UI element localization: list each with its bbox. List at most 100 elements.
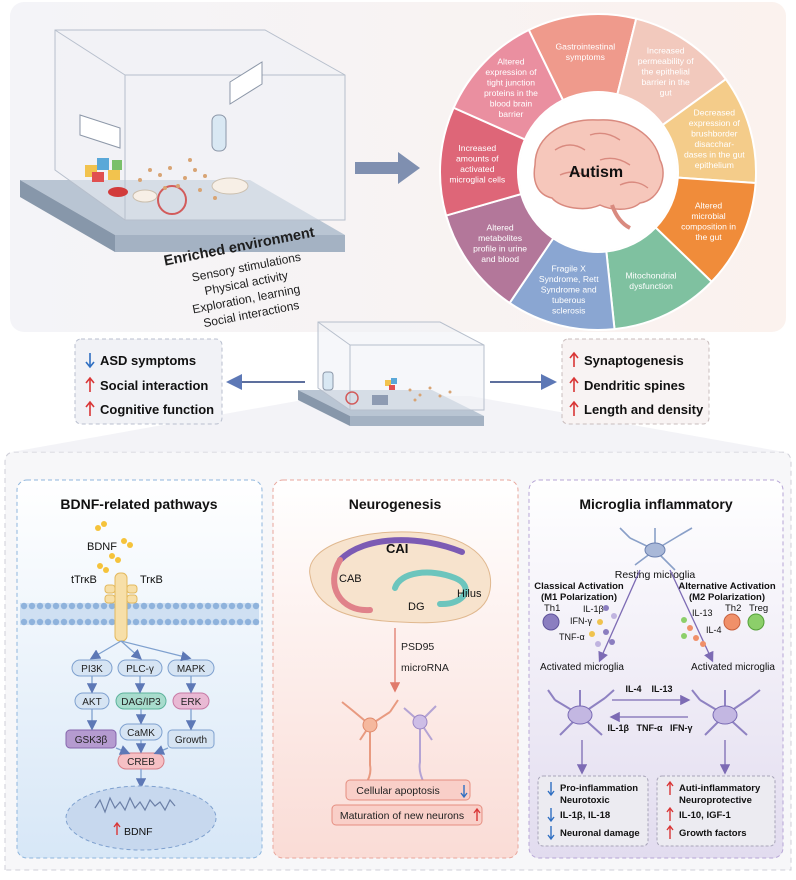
m2-signals: IL-4 IL-13 [625, 684, 672, 694]
pathway-arrows [86, 640, 197, 789]
brain-icon [533, 119, 664, 230]
nucleus-bdnf-label: BDNF [124, 826, 153, 838]
activated-microglia-left-icon [547, 689, 615, 736]
autism-label: Autism [569, 164, 623, 181]
activated-left-label: Activated microglia [540, 662, 624, 673]
social-interaction: Social interaction [100, 378, 208, 393]
micro-panel [528, 479, 784, 859]
il1b-label: IL-1β [583, 604, 604, 614]
plc-label: PLC-γ [126, 664, 154, 675]
pathway-gsk: GSK3β [65, 729, 117, 749]
th2-cell-icon [723, 613, 741, 631]
receptor-trkb [104, 572, 138, 642]
up-arrow-icon [569, 351, 579, 367]
pro-sub: Neurotoxic [560, 795, 610, 806]
left-outcome-2: Social interaction [85, 376, 208, 393]
arrow-to-m1 [598, 569, 641, 663]
classical-label: Classical Activation [534, 581, 624, 592]
neuron-icons [341, 699, 437, 786]
dag-label: DAG/IP3 [121, 697, 161, 708]
pathway-dag: DAG/IP3 [115, 692, 167, 710]
bdnf-title: BDNF-related pathways [60, 496, 217, 512]
right-outcome-1: Synaptogenesis [569, 351, 684, 368]
apoptosis-label: Cellular apoptosis [356, 785, 439, 797]
camk-label: CaMK [127, 728, 155, 739]
right-outcome-box [561, 338, 710, 425]
enriched-cage [20, 29, 346, 252]
anti-title: Auti-inflammatory [679, 783, 761, 794]
alternative-label: Alternative Activation [678, 581, 776, 592]
m2-label: (M2 Polarization) [689, 592, 765, 603]
anti-sub: Neuroprotective [679, 795, 752, 806]
length-density: Length and density [584, 402, 704, 417]
up-arrow-icon [666, 806, 674, 821]
left-outcome-3: Cognitive function [85, 400, 214, 417]
up-arrow-icon [569, 400, 579, 416]
hilus-label: Hilus [457, 588, 482, 600]
cognitive-function: Cognitive function [100, 402, 214, 417]
pathway-mapk: MAPK [167, 659, 215, 677]
creb-label: CREB [127, 757, 155, 768]
tnf-label: TNF-α [559, 632, 585, 642]
up-arrow-icon [569, 376, 579, 392]
cab-label: CAB [339, 573, 362, 585]
ifn-label: IFN-γ [570, 616, 592, 626]
dg-label: DG [408, 601, 425, 613]
down-arrow-icon [85, 353, 95, 369]
anti-inflammation-box [656, 775, 776, 847]
down-arrow-icon [547, 808, 555, 823]
autism-segment [452, 28, 565, 141]
gsk-label: GSK3β [75, 735, 108, 746]
right-outcome-2: Dendritic spines [569, 376, 685, 393]
cai-label: CAI [386, 541, 408, 556]
down-arrow-icon [547, 782, 555, 797]
pi3k-label: PI3K [81, 664, 103, 675]
pro-line2: IL-1β, IL-18 [560, 810, 610, 821]
maturation-label: Maturation of new neurons [340, 810, 464, 822]
pathway-erk: ERK [172, 692, 210, 710]
up-arrow-icon [85, 376, 95, 392]
psd95-label: PSD95 [401, 641, 434, 653]
treg-label: Treg [749, 603, 768, 614]
bdnf-ligand-label: BDNF [87, 541, 117, 553]
anti-line2: IL-10, IGF-1 [679, 810, 731, 821]
up-arrow-icon [113, 821, 121, 835]
erk-label: ERK [181, 697, 202, 708]
pathway-camk: CaMK [119, 723, 163, 741]
pro-inflammation-box [537, 775, 649, 847]
th1-cell-icon [542, 613, 560, 631]
micro-title: Microglia inflammatory [579, 496, 732, 512]
il4-label: IL-4 [706, 625, 722, 635]
pathway-plc: PLC-γ [117, 659, 163, 677]
trkb-label: TrκB [140, 574, 163, 586]
small-cage [298, 321, 485, 426]
left-outcome-1: ASD symptoms [85, 353, 196, 369]
pathway-growth: Growth [167, 729, 215, 749]
resting-microglia-label: Resting microglia [615, 569, 696, 581]
up-arrow-icon [473, 807, 481, 821]
synaptogenesis: Synaptogenesis [584, 353, 684, 368]
pathway-akt: AKT [74, 692, 110, 710]
pro-title: Pro-inflammation [560, 783, 638, 794]
up-arrow-icon [666, 824, 674, 839]
cytokine-dots-left [589, 605, 617, 647]
pathway-creb: CREB [117, 752, 165, 770]
left-outcome-box [74, 338, 223, 425]
dendritic-spines: Dendritic spines [584, 378, 685, 393]
dna-icon [94, 796, 176, 814]
neuro-title: Neurogenesis [349, 496, 442, 512]
cytokine-dots-right [681, 617, 706, 647]
th1-label: Th1 [544, 603, 560, 614]
activated-microglia-right-icon [691, 689, 761, 736]
microrna-label: microRNA [401, 662, 449, 674]
down-arrow-icon [460, 785, 468, 799]
il13-label: IL-13 [692, 608, 713, 618]
